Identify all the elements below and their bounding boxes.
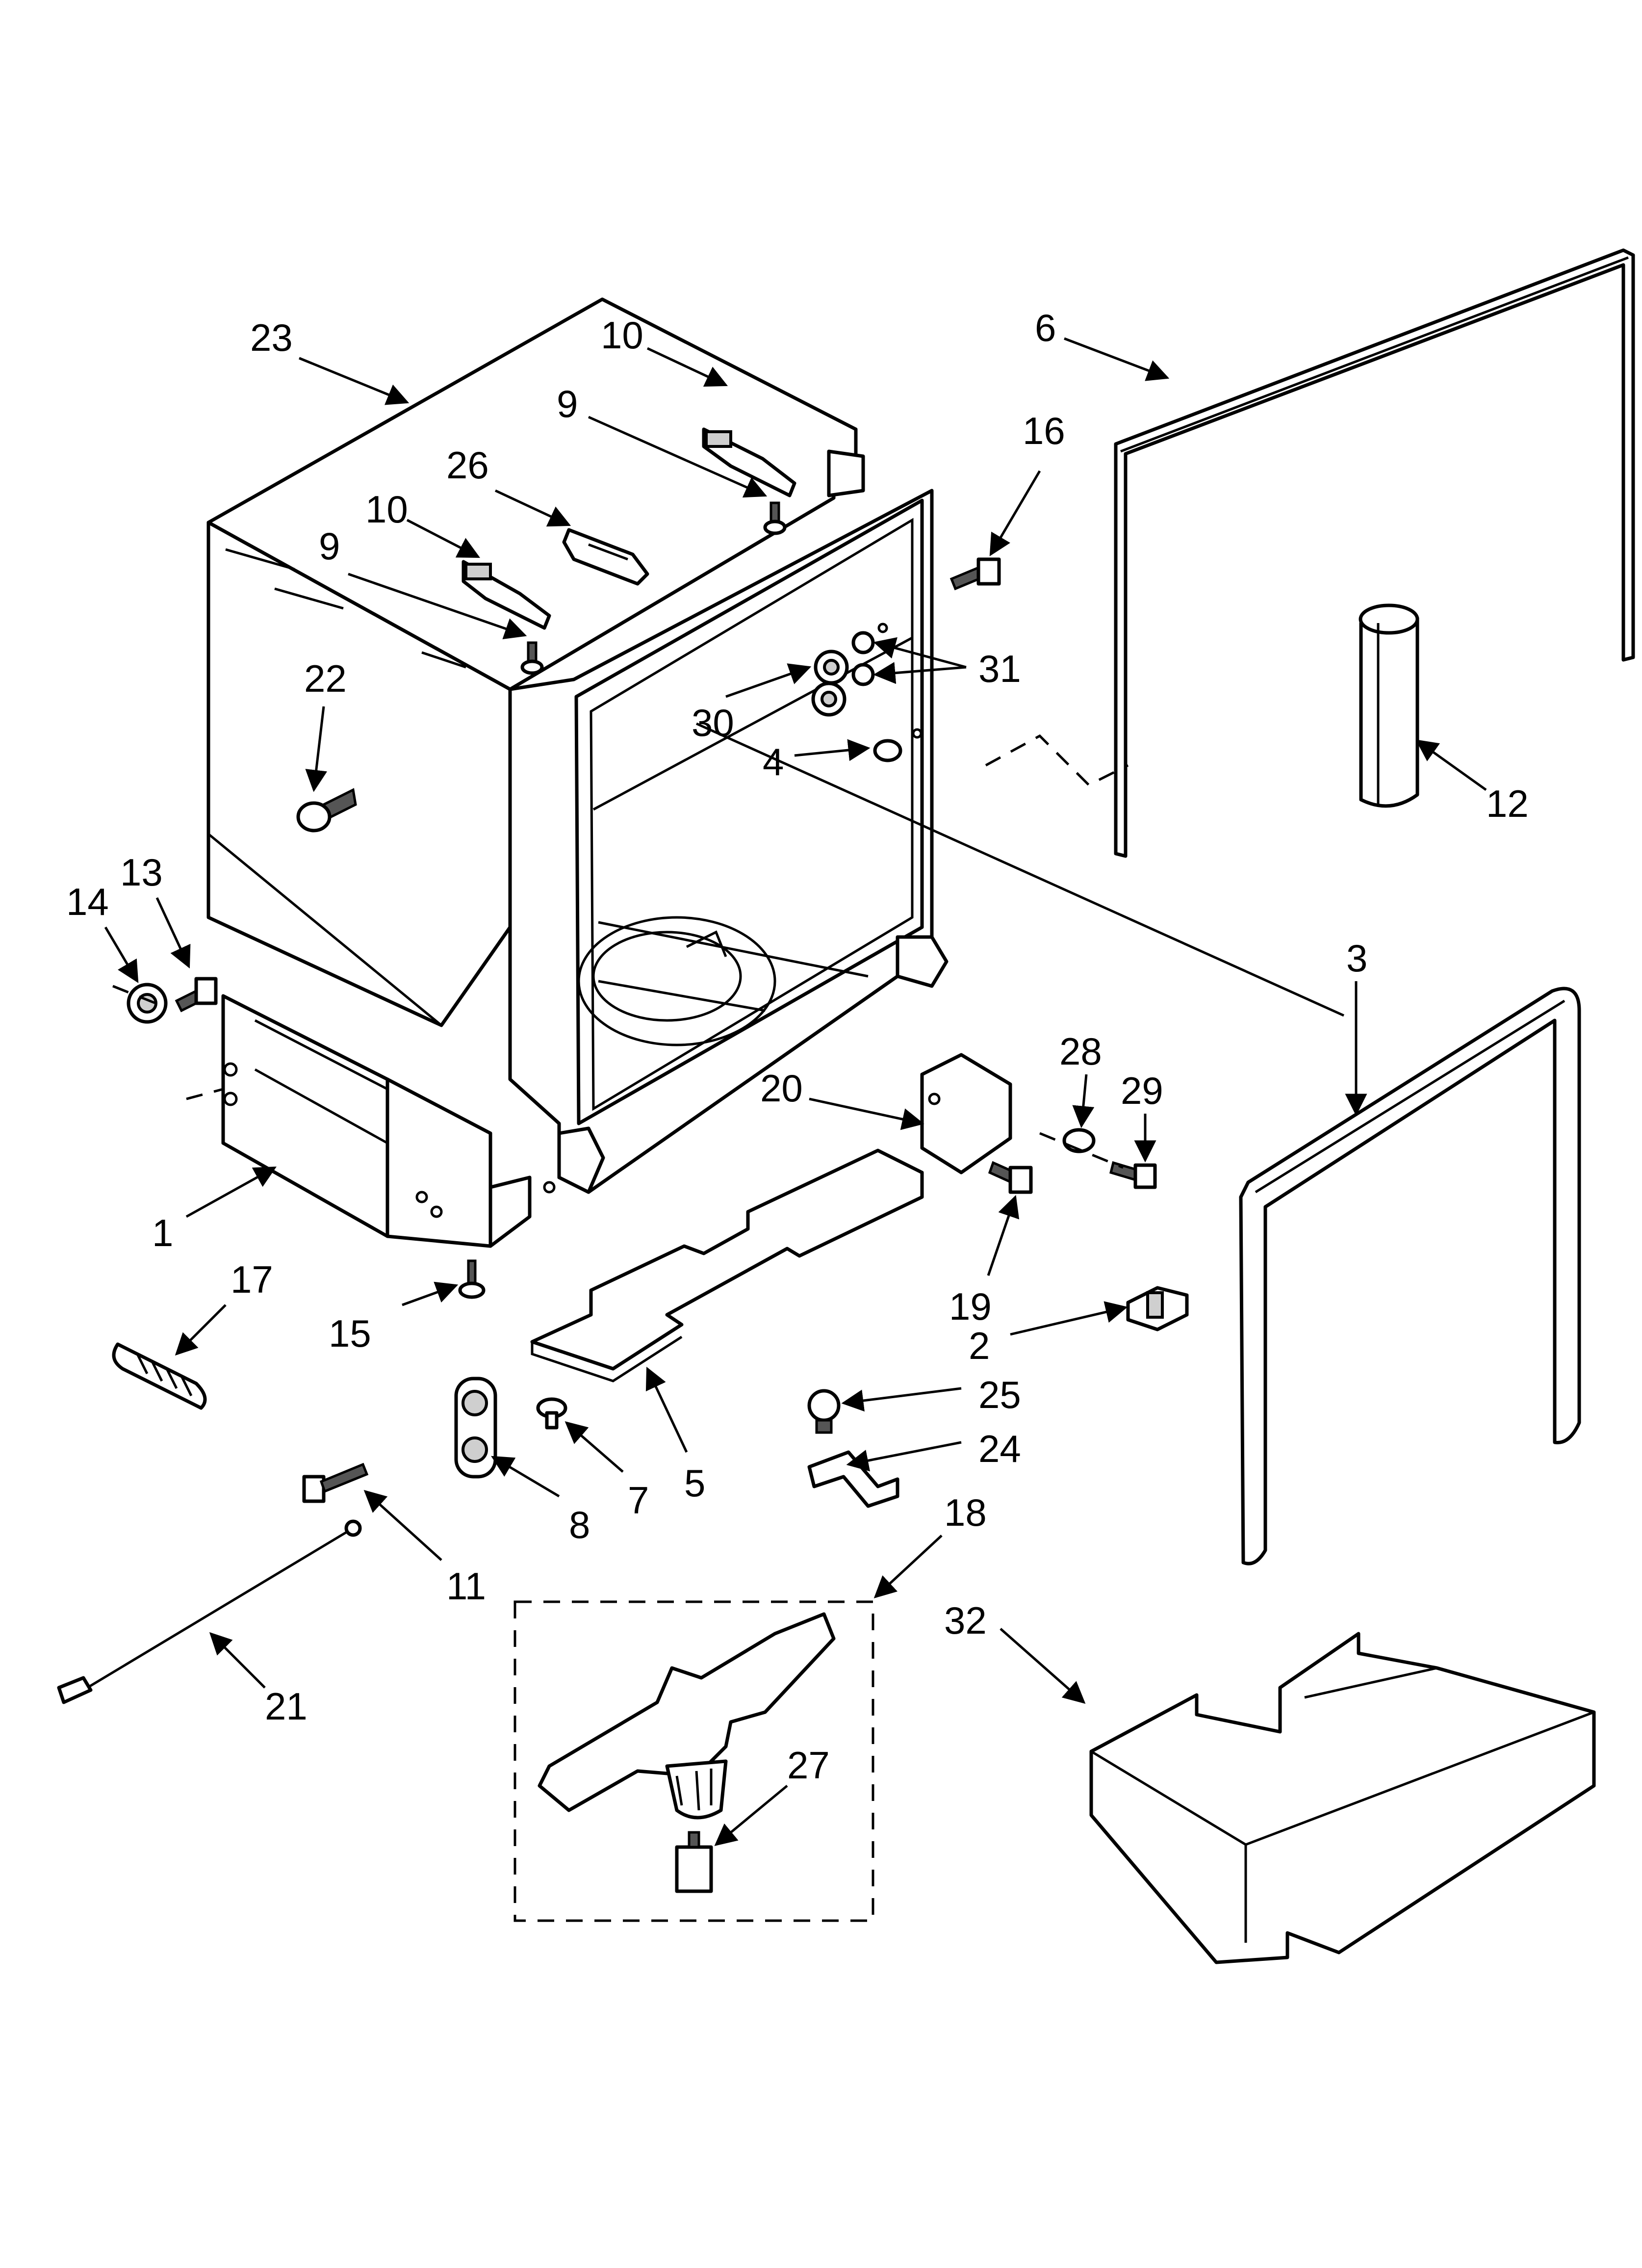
part-32-base-pan <box>1089 1632 1596 1964</box>
callout-32: 32 <box>944 1599 987 1642</box>
callout-30: 30 <box>692 701 734 744</box>
callout-14: 14 <box>66 880 109 923</box>
callout-9: 9 <box>557 382 578 425</box>
nut-14 <box>127 983 168 1024</box>
foot-15 <box>458 1259 486 1299</box>
callout-23: 23 <box>250 316 293 359</box>
callout-26: 26 <box>446 443 489 487</box>
hinge-bracket-upper <box>702 427 796 497</box>
manifold-assembly <box>538 1612 836 1820</box>
callout-5: 5 <box>684 1461 705 1505</box>
callout-6: 6 <box>1035 306 1056 349</box>
callout-9: 9 <box>319 524 340 568</box>
callout-10: 10 <box>601 313 643 357</box>
callout-12: 12 <box>1486 782 1529 825</box>
hinge-bracket-lower <box>462 560 551 630</box>
callout-28: 28 <box>1059 1030 1102 1073</box>
part-31-washers <box>851 623 888 686</box>
callout-18: 18 <box>944 1491 987 1534</box>
sensor-27 <box>675 1831 713 1893</box>
leader-lines <box>104 337 1487 1846</box>
plug-22 <box>296 788 357 833</box>
callout-7: 7 <box>628 1479 649 1522</box>
screw-29 <box>1109 1161 1157 1189</box>
callout-10: 10 <box>365 488 408 531</box>
callout-4: 4 <box>763 740 784 783</box>
bolt-13 <box>175 977 218 1013</box>
bracket-20 <box>920 1053 1012 1174</box>
screw-11 <box>302 1462 369 1503</box>
assembly-18-box <box>513 1600 874 1922</box>
gasket-3 <box>1239 987 1581 1565</box>
callout-3: 3 <box>1346 937 1367 980</box>
callout-13: 13 <box>120 851 163 894</box>
pin-7 <box>536 1397 567 1430</box>
callout-29: 29 <box>1121 1069 1163 1112</box>
gasket-6 <box>1114 248 1635 858</box>
screw-19 <box>988 1161 1033 1194</box>
callout-19: 19 <box>949 1285 992 1328</box>
callout-24: 24 <box>978 1427 1021 1470</box>
callout-31: 31 <box>978 647 1021 690</box>
switch-2 <box>1126 1286 1189 1331</box>
callout-15: 15 <box>329 1312 371 1355</box>
bracket-24 <box>807 1450 899 1508</box>
callout-1: 1 <box>152 1211 173 1254</box>
tube-12 <box>1359 603 1419 808</box>
panel-5 <box>530 1148 924 1382</box>
callout-16: 16 <box>1023 409 1065 452</box>
thermostat-25 <box>807 1389 841 1434</box>
screw-16 <box>949 557 1001 591</box>
callout-2: 2 <box>969 1324 990 1367</box>
callout-21: 21 <box>265 1685 308 1728</box>
spring-17 <box>112 1342 207 1410</box>
dishwasher-tub <box>206 297 949 1248</box>
cable-21 <box>57 1519 362 1704</box>
callout-11: 11 <box>446 1564 486 1608</box>
pulley-8 <box>454 1377 497 1479</box>
screw-9-upper <box>763 501 787 535</box>
callout-22: 22 <box>304 657 347 700</box>
callout-27: 27 <box>787 1744 830 1787</box>
callout-labels: 23 10 9 26 10 9 22 6 16 31 30 4 12 13 14… <box>66 306 1529 1787</box>
callout-25: 25 <box>978 1373 1021 1416</box>
callout-17: 17 <box>231 1258 273 1301</box>
callout-8: 8 <box>569 1503 590 1546</box>
callout-20: 20 <box>760 1067 803 1110</box>
part-30-pulleys <box>811 650 849 717</box>
clip-26 <box>562 528 649 586</box>
screw-9-lower <box>520 641 544 675</box>
part-4-plug <box>873 728 923 762</box>
